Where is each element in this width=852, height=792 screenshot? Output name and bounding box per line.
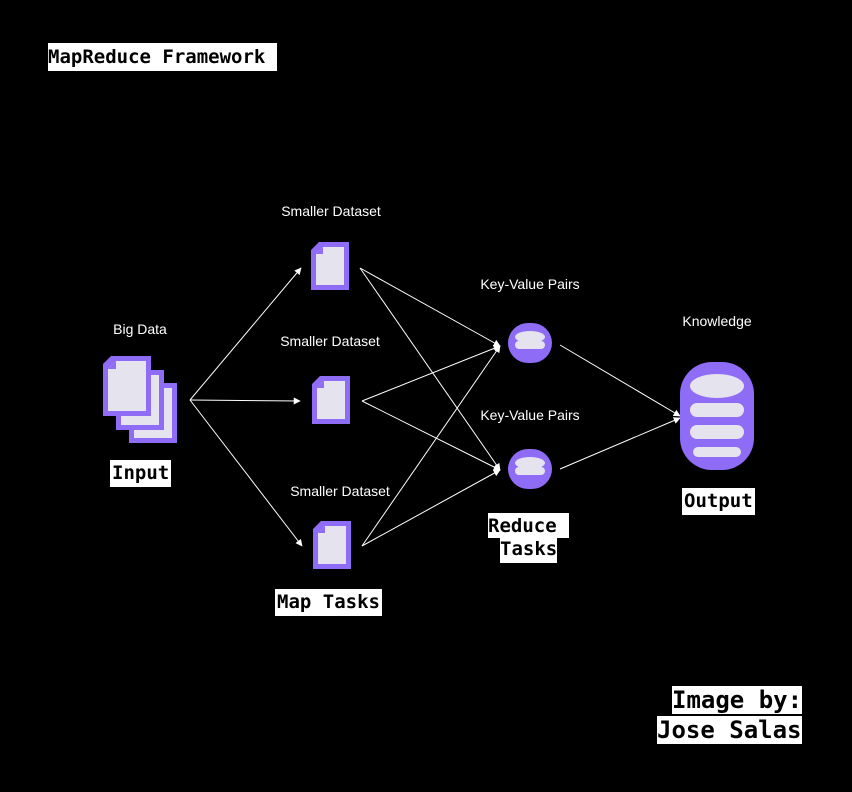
arrow-dataset-3-to-reduce-1 bbox=[361, 345, 501, 547]
arrow-input-to-dataset-1 bbox=[189, 267, 302, 401]
arrow-reduce-1-to-output bbox=[559, 344, 681, 417]
arrow-dataset-1-to-reduce-1 bbox=[359, 267, 501, 347]
dataset-caption-1: Smaller Dataset bbox=[281, 203, 381, 219]
map-tasks-label: Map Tasks bbox=[275, 589, 382, 616]
credit-line-1: Image by: bbox=[672, 686, 803, 714]
dataset-caption-2: Smaller Dataset bbox=[280, 333, 380, 349]
reduce-caption-2: Key-Value Pairs bbox=[480, 407, 580, 423]
reduce-tasks-label-line2: Tasks bbox=[500, 537, 558, 563]
arrow-dataset-1-to-reduce-2 bbox=[359, 267, 501, 471]
document-icon bbox=[312, 376, 350, 424]
database-icon bbox=[508, 323, 552, 363]
diagram-title: MapReduce Framework bbox=[48, 43, 278, 71]
flow-arrows bbox=[189, 267, 681, 547]
database-icon bbox=[508, 449, 552, 489]
document-icon bbox=[311, 242, 349, 290]
input-caption: Big Data bbox=[113, 321, 167, 337]
arrow-reduce-2-to-output bbox=[559, 417, 681, 470]
database-icon bbox=[680, 362, 754, 470]
document-icon bbox=[313, 521, 351, 569]
arrow-dataset-3-to-reduce-2 bbox=[361, 469, 501, 547]
input-label: Input bbox=[110, 460, 172, 487]
arrow-input-to-dataset-2 bbox=[189, 397, 301, 405]
arrow-dataset-2-to-reduce-2 bbox=[361, 400, 501, 471]
arrow-input-to-dataset-3 bbox=[189, 399, 303, 547]
dataset-caption-3: Smaller Dataset bbox=[290, 483, 390, 499]
reduce-tasks-label-line1: Reduce bbox=[488, 513, 569, 538]
arrow-dataset-2-to-reduce-1 bbox=[361, 345, 501, 402]
stacked-documents-icon bbox=[103, 356, 177, 443]
output-label: Output bbox=[682, 488, 755, 515]
credit-line-2: Jose Salas bbox=[657, 716, 802, 744]
output-caption: Knowledge bbox=[682, 313, 752, 329]
reduce-caption-1: Key-Value Pairs bbox=[480, 276, 580, 292]
